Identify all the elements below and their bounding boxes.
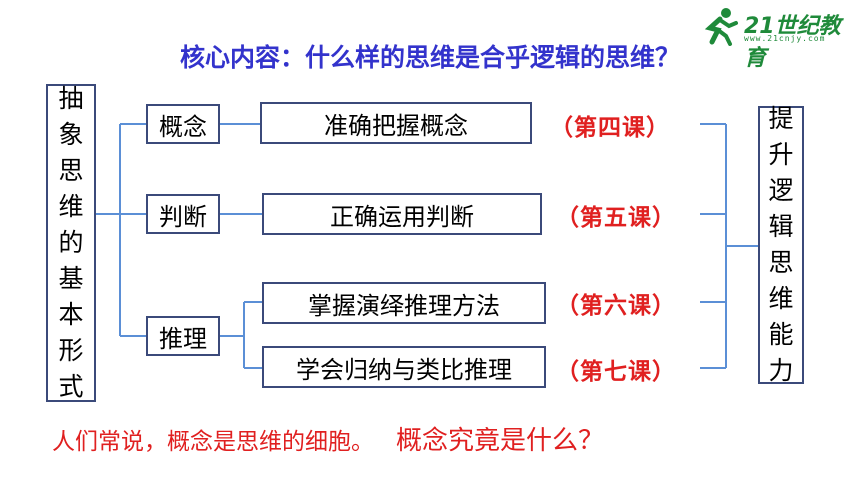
runner-icon — [704, 8, 738, 46]
bottom-text: 人们常说，概念是思维的细胞。概念究竟是什么？ — [52, 420, 604, 457]
grasp-concept-box: 准确把握概念 — [260, 102, 532, 144]
left-label-char: 基 — [58, 264, 84, 293]
left-label-char: 维 — [58, 192, 84, 221]
logo-brand-text: 21世纪教育 — [744, 14, 841, 71]
right-label-char: 思 — [768, 248, 794, 277]
bottom-question: 概念究竟是什么？ — [396, 426, 605, 456]
reasoning-box: 推理 — [146, 316, 220, 356]
left-label-char: 思 — [58, 156, 84, 185]
right-label-char: 辑 — [768, 212, 794, 241]
inductive-analogical-box: 学会归纳与类比推理 — [262, 346, 546, 388]
left-label-char: 式 — [58, 372, 84, 401]
right-label-char: 逻 — [768, 176, 794, 205]
use-judgment-box: 正确运用判断 — [262, 193, 542, 235]
logo-url-text: www.21cnjy.com — [744, 34, 826, 43]
left-label-char: 的 — [58, 228, 84, 257]
right-label-char: 升 — [768, 140, 794, 169]
right-label-char: 能 — [768, 320, 794, 349]
right-label-char: 提 — [768, 104, 794, 133]
judgment-box: 判断 — [146, 194, 220, 234]
left-label-char: 抽 — [58, 84, 84, 113]
lesson-label-6: （第六课） — [556, 292, 676, 319]
lesson-label-5: （第五课） — [556, 204, 676, 231]
left-label-char: 形 — [58, 336, 84, 365]
deductive-reasoning-box: 掌握演绎推理方法 — [262, 282, 546, 324]
right-label-char: 力 — [768, 356, 794, 385]
lesson-label-7: （第七课） — [556, 358, 676, 385]
lesson-label-4: （第四课） — [550, 114, 670, 141]
concept-box: 概念 — [146, 104, 220, 144]
right-label-char: 维 — [768, 284, 794, 313]
bottom-statement: 人们常说，概念是思维的细胞。 — [52, 429, 374, 455]
left-label-char: 本 — [58, 300, 84, 329]
abstract-thinking-forms-box: 抽象思维的基本形式 — [46, 84, 96, 402]
left-label-char: 象 — [58, 120, 84, 149]
improve-logical-thinking-box: 提升逻辑思维能力 — [758, 104, 804, 385]
brand-logo: 21世纪教育 www.21cnjy.com — [696, 6, 846, 71]
page-title: 核心内容：什么样的思维是合乎逻辑的思维？ — [179, 43, 680, 72]
